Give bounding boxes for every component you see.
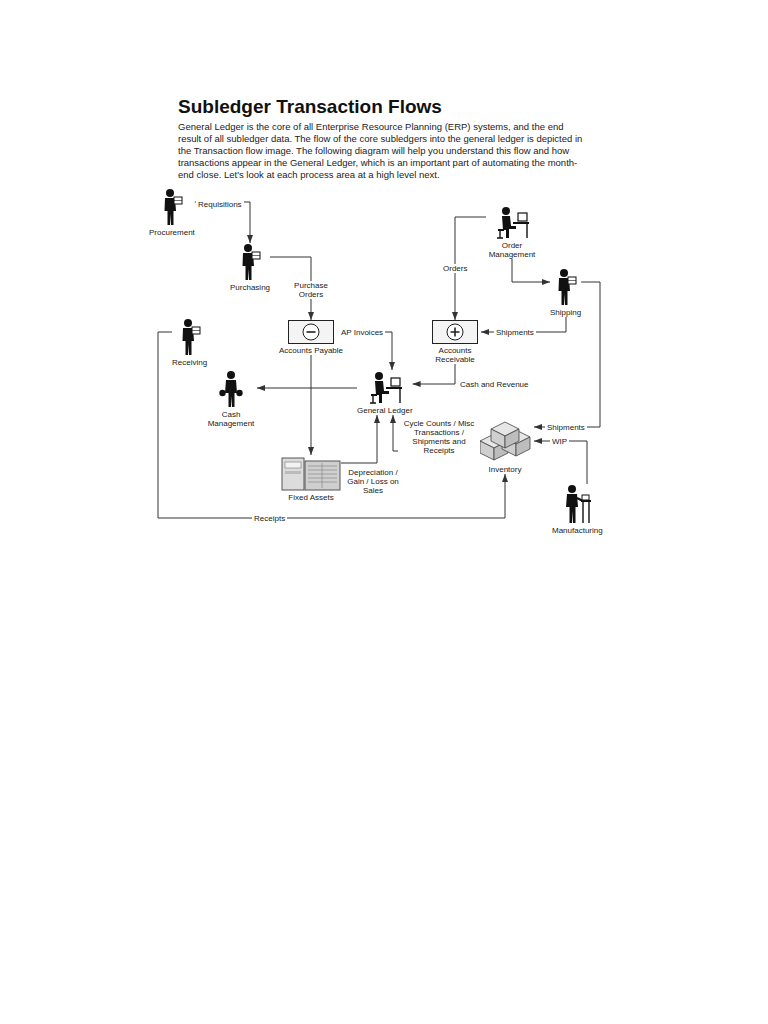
node-label: Accounts Receivable: [429, 346, 481, 364]
process-node: General Ledger: [357, 370, 413, 415]
process-node: Accounts Payable: [279, 320, 343, 355]
server-icon: [281, 455, 341, 491]
flow-arrow: [158, 332, 505, 518]
person-icon: [239, 243, 261, 281]
flow-arrow: [534, 441, 587, 484]
process-node: Shipping: [550, 268, 581, 317]
node-label: Inventory: [489, 465, 522, 474]
node-label: Procurement: [149, 228, 195, 237]
node-label: Order Management: [486, 241, 538, 259]
node-label: Shipping: [550, 308, 581, 317]
flow-label: WIP: [550, 437, 569, 446]
flow-label: Shipments: [494, 328, 536, 337]
process-node: Fixed Assets: [281, 455, 341, 502]
flow-arrow: [311, 355, 312, 455]
worker-icon: [562, 484, 592, 524]
desk-worker-icon: [367, 370, 403, 404]
inventory-boxes: [476, 415, 534, 463]
process-node: Accounts Receivable: [429, 320, 481, 364]
flow-label: Cycle Counts / Misc Transactions / Shipm…: [398, 419, 480, 455]
person-icon: [219, 370, 243, 408]
process-node: Manufacturing: [552, 484, 603, 535]
process-node: Inventory: [476, 415, 534, 474]
node-label: Fixed Assets: [288, 493, 333, 502]
process-node: Receiving: [172, 318, 207, 367]
diagram-title: Subledger Transaction Flows: [178, 96, 442, 118]
flow-arrow: [341, 415, 377, 463]
flow-label: Cash and Revenue: [458, 380, 531, 389]
process-node: Purchasing: [230, 243, 270, 292]
node-label: Accounts Payable: [279, 346, 343, 355]
flow-label: Depreciation / Gain / Loss on Sales: [343, 468, 403, 495]
person-icon: [179, 318, 201, 356]
person-icon: [555, 268, 577, 306]
flow-label: Receipts: [252, 514, 287, 523]
node-label: General Ledger: [357, 406, 413, 415]
person-icon: [161, 188, 183, 226]
flow-label: Purchase Orders: [287, 281, 335, 299]
flow-arrow: [413, 364, 455, 384]
node-label: Cash Management: [205, 410, 257, 428]
flow-label: Requisitions: [196, 200, 244, 209]
flow-arrow: [257, 388, 357, 389]
process-node: Cash Management: [205, 370, 257, 428]
intro-paragraph: General Ledger is the core of all Enterp…: [178, 121, 586, 181]
flow-label: Shipments: [545, 423, 587, 432]
node-label: Manufacturing: [552, 526, 603, 535]
ledger-box: [432, 320, 478, 344]
flow-label: Orders: [441, 264, 469, 273]
flow-label: AP Invoices: [339, 328, 385, 337]
process-node: Procurement: [149, 188, 195, 237]
flow-arrow: [512, 259, 550, 282]
desk-worker-icon: [494, 205, 530, 239]
ledger-box: [288, 320, 334, 344]
process-node: Order Management: [486, 205, 538, 259]
flow-arrow: [343, 332, 392, 370]
node-label: Purchasing: [230, 283, 270, 292]
node-label: Receiving: [172, 358, 207, 367]
